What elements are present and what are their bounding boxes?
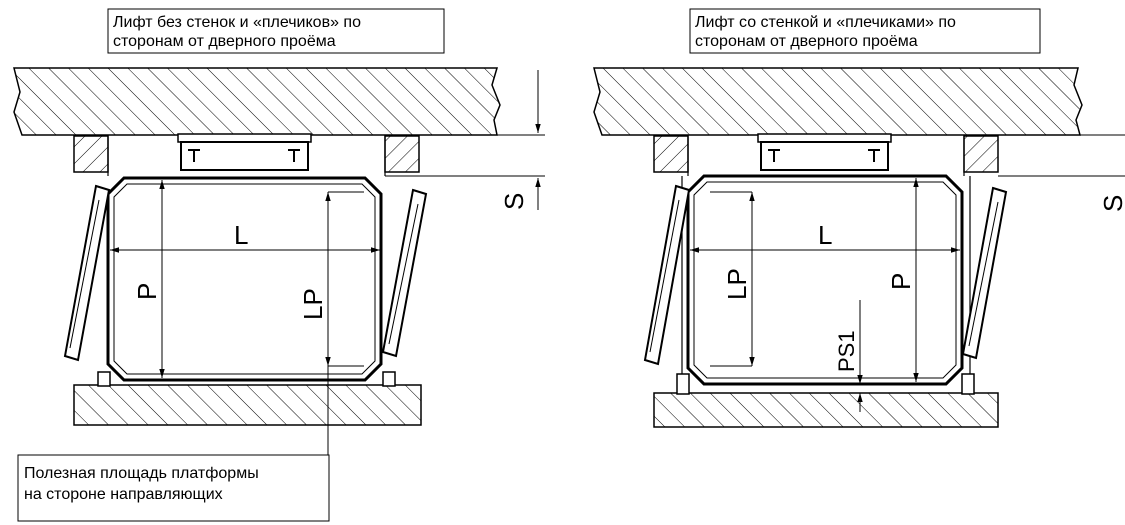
right-dim-S-label: S — [1098, 195, 1125, 212]
right-caption-line-2: сторонам от дверного проёма — [695, 33, 918, 50]
right-car-outline — [686, 174, 964, 386]
left-dim-S — [385, 70, 545, 210]
right-dim-S — [998, 134, 1125, 177]
left-bottom-post-left — [97, 371, 111, 387]
left-car-outline — [106, 176, 383, 382]
right-shoulder-block-right — [963, 135, 999, 173]
left-shoulder-block-left — [73, 135, 109, 173]
left-shoulder-block-right — [384, 135, 420, 173]
left-dim-L-label: L — [234, 220, 248, 250]
left-caption: Лифт без стенок и «плечиков» по сторонам… — [107, 8, 445, 54]
right-door-header — [757, 133, 892, 171]
left-dim-S-label: S — [499, 193, 529, 210]
left-bottom-post-right — [382, 371, 396, 387]
note-box — [17, 454, 330, 522]
right-shoulder-block-left — [653, 135, 689, 173]
right-bottom-post-right — [961, 373, 975, 395]
left-view: Лифт без стенок и «плечиков» по сторонам… — [13, 8, 545, 455]
left-caption-box — [107, 8, 445, 54]
left-dim-LP-label: LP — [298, 288, 328, 320]
note-line-2: на стороне направляющих — [24, 486, 223, 503]
right-door-leaf-left — [643, 184, 691, 366]
right-dim-L-label: L — [818, 220, 832, 250]
right-bottom-post-left — [676, 373, 690, 395]
left-car-inner — [113, 183, 376, 375]
right-bottom-wall — [653, 392, 999, 428]
right-dim-PS1-label: PS1 — [834, 330, 859, 372]
left-caption-line-2: сторонам от дверного проёма — [113, 33, 336, 50]
left-door-leaf-left — [63, 184, 111, 362]
left-door-leaf-right — [381, 188, 428, 358]
right-caption-line-1: Лифт со стенкой и «плечиками» по — [695, 14, 956, 31]
right-view: Лифт со стенкой и «плечиками» по сторона… — [593, 8, 1125, 428]
left-door-header — [177, 133, 312, 171]
right-caption: Лифт со стенкой и «плечиками» по сторона… — [689, 8, 1041, 54]
right-top-wall — [593, 67, 1083, 136]
note: Полезная площадь платформы на стороне на… — [17, 454, 330, 522]
right-caption-box — [689, 8, 1041, 54]
right-door-leaf-right — [961, 186, 1008, 360]
left-caption-line-1: Лифт без стенок и «плечиков» по — [113, 14, 361, 31]
note-line-1: Полезная площадь платформы — [24, 465, 259, 482]
left-dim-P-label: P — [132, 283, 162, 300]
left-bottom-wall — [73, 384, 422, 426]
left-top-wall — [13, 67, 501, 136]
right-dim-LP-label: LP — [722, 268, 752, 300]
right-dim-P-label: P — [886, 273, 916, 290]
